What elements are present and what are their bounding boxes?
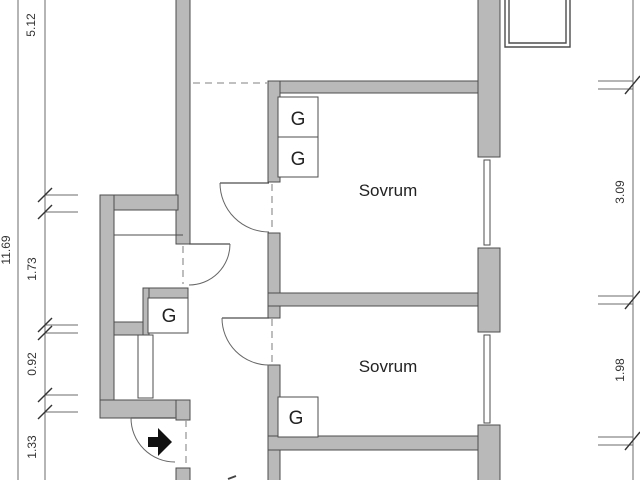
- closet-label-4: G: [162, 306, 177, 327]
- dim-label-seg-1: 5.12: [24, 13, 38, 37]
- wall-entry-right-lower: [175, 467, 191, 480]
- wall-between-bedrooms: [267, 292, 479, 307]
- cutoff-mark: [227, 475, 237, 480]
- door-bedroom2: [221, 317, 273, 366]
- window-glazing-icon: [483, 159, 491, 246]
- closet-label-2: G: [291, 149, 306, 170]
- dim-label-seg-3: 0.92: [25, 352, 39, 376]
- wall-right-exterior-bottom: [477, 424, 501, 480]
- wall-entry-bottom: [99, 399, 189, 419]
- wall-entry-right-upper: [175, 399, 191, 421]
- wall-right-exterior-middle: [477, 247, 501, 333]
- dimension-left: 11.69 5.12 1.73 0.92 1.33: [0, 0, 78, 480]
- dim-label-seg-2: 1.73: [25, 257, 39, 281]
- wall-left-exterior: [99, 194, 115, 414]
- hall-partition: [137, 334, 154, 399]
- dim-label-right-1: 3.09: [613, 180, 627, 204]
- door-bedroom1: [219, 182, 273, 233]
- room-label-bedroom2: Sovrum: [359, 357, 418, 376]
- wall-bedroom1-top: [267, 80, 481, 94]
- wall-top-left-vertical: [175, 0, 191, 245]
- wardrobe-box-4: [147, 297, 189, 334]
- dim-label-seg-4: 1.33: [25, 435, 39, 459]
- window-bedroom2: [478, 331, 500, 426]
- wall-right-exterior-top: [477, 0, 501, 158]
- closet-label-1: G: [291, 109, 306, 130]
- room-label-bedroom1: Sovrum: [359, 181, 418, 200]
- balcony-outline-inner: [508, 0, 567, 44]
- window-bedroom1: [478, 156, 500, 249]
- door-bathroom: [182, 243, 231, 286]
- dim-label-left-total: 11.69: [0, 235, 13, 264]
- dim-label-right-2: 1.98: [613, 358, 627, 382]
- entry-arrow-icon: [148, 428, 172, 456]
- wardrobe-box-2: [277, 136, 319, 178]
- closet-label-3: G: [289, 408, 304, 429]
- door-entry: [130, 417, 187, 466]
- balcony-outline-outer: [504, 0, 571, 48]
- wall-bedroom2-bottom: [267, 435, 479, 451]
- window-glazing-icon: [483, 334, 491, 424]
- dimension-right: 3.09 1.98: [598, 0, 640, 480]
- wardrobe-box-3: [277, 396, 319, 438]
